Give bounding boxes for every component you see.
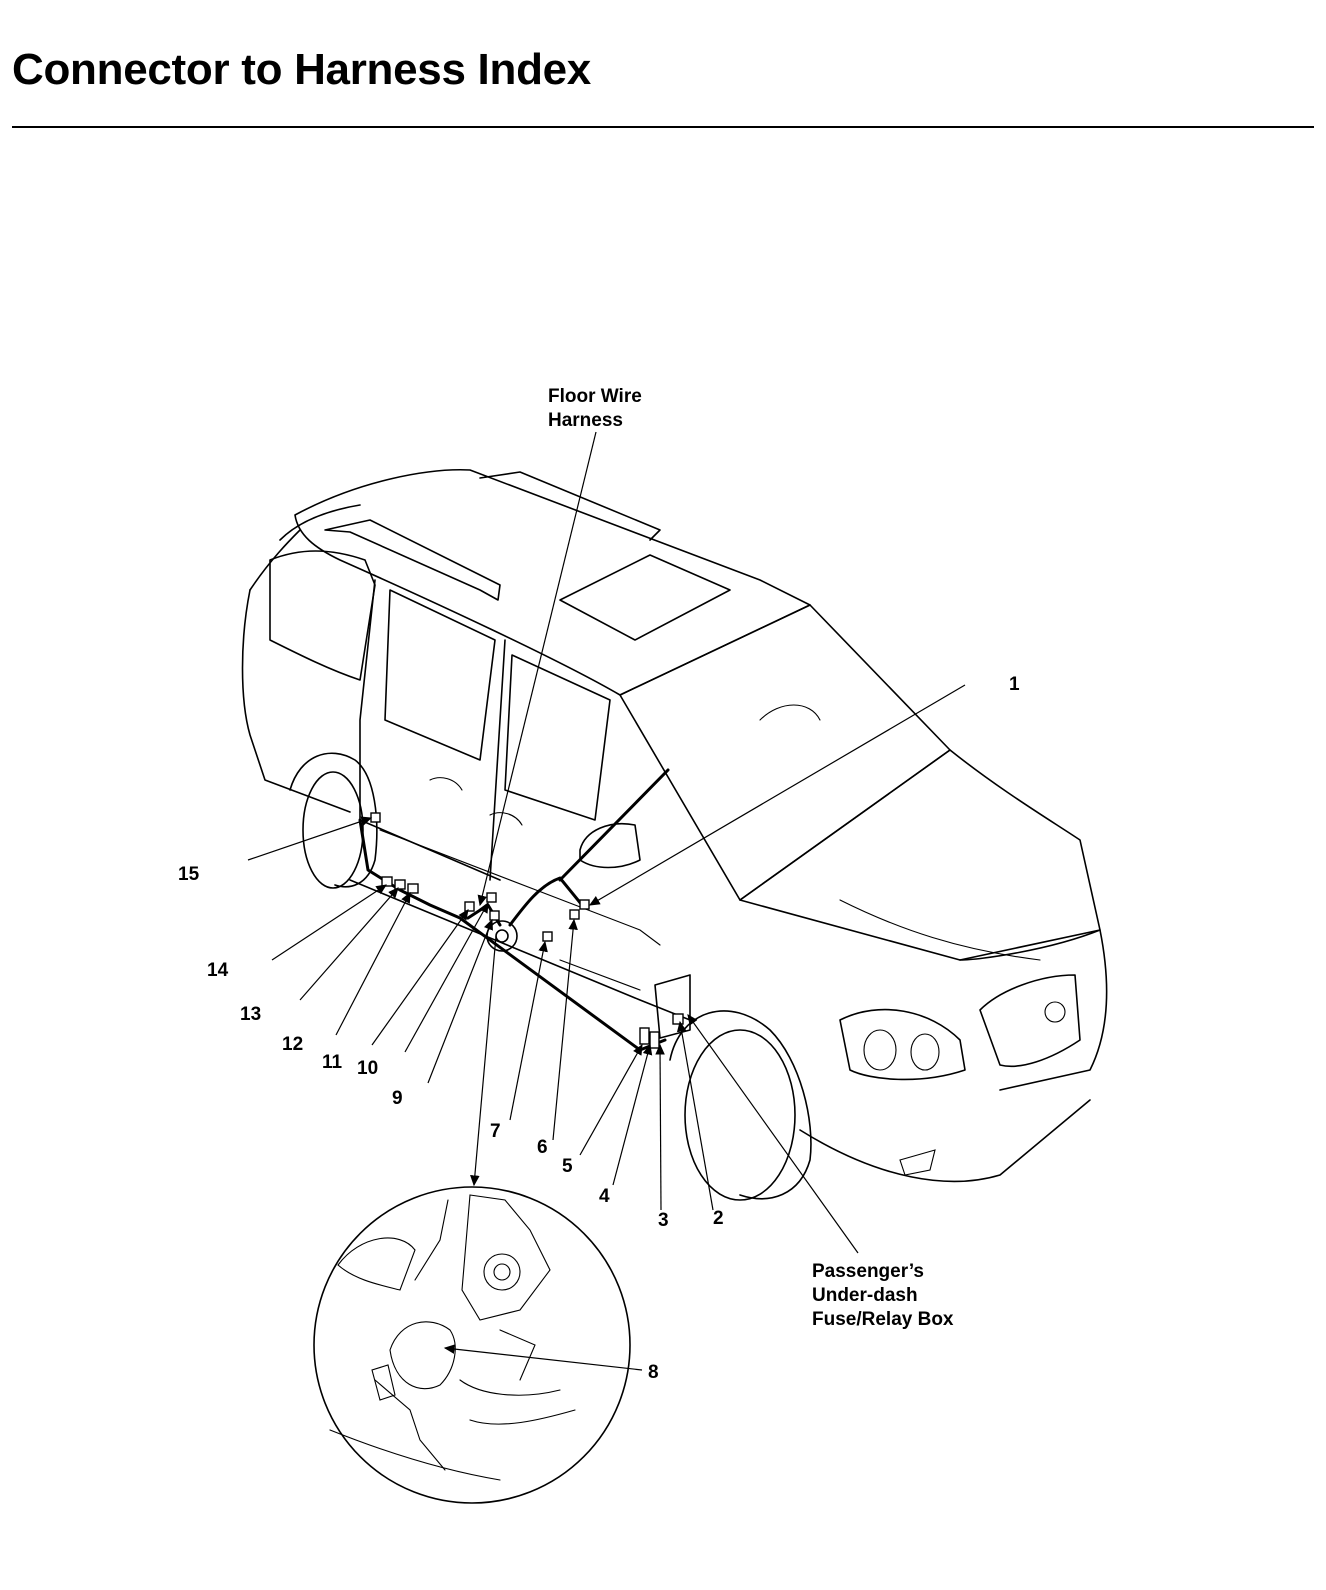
title-divider xyxy=(12,126,1314,128)
callout-1: 1 xyxy=(1009,674,1020,695)
under-dash-fuse-relay-box xyxy=(654,974,691,1039)
harness-grommet xyxy=(486,920,518,952)
svg-text:Fuse/Relay Box: Fuse/Relay Box xyxy=(812,1309,954,1330)
callout-13: 13 xyxy=(240,1004,261,1025)
svg-text:Passenger’s: Passenger’s xyxy=(812,1261,924,1282)
callout-leader-lines xyxy=(247,431,966,1371)
callout-11: 11 xyxy=(322,1052,343,1073)
fuse-box-label: Passenger’s Under-dash Fuse/Relay Box xyxy=(812,1261,954,1330)
callout-2: 2 xyxy=(713,1208,724,1229)
callout-14: 14 xyxy=(207,960,229,981)
floor-wire-harness xyxy=(358,768,670,1052)
callout-6: 6 xyxy=(537,1137,548,1158)
vehicle-outline xyxy=(241,468,1108,1201)
svg-text:Harness: Harness xyxy=(548,410,623,431)
callout-9: 9 xyxy=(392,1088,403,1109)
harness-label: Floor Wire Harness xyxy=(548,386,642,431)
callout-15: 15 xyxy=(178,864,200,885)
detail-inset-circle xyxy=(313,1186,631,1504)
callout-numbers: 1 2 3 4 5 6 7 8 9 10 11 12 13 14 15 xyxy=(178,674,1020,1383)
callout-3: 3 xyxy=(658,1210,669,1231)
callout-5: 5 xyxy=(562,1156,573,1177)
page-title: Connector to Harness Index xyxy=(12,45,591,94)
callout-8: 8 xyxy=(648,1362,659,1383)
callout-10: 10 xyxy=(357,1058,378,1079)
callout-12: 12 xyxy=(282,1034,303,1055)
svg-text:Under-dash: Under-dash xyxy=(812,1285,918,1306)
svg-text:Floor Wire: Floor Wire xyxy=(548,386,642,407)
callout-4: 4 xyxy=(599,1186,610,1207)
callout-7: 7 xyxy=(490,1121,501,1142)
harness-connectors xyxy=(370,812,684,1049)
